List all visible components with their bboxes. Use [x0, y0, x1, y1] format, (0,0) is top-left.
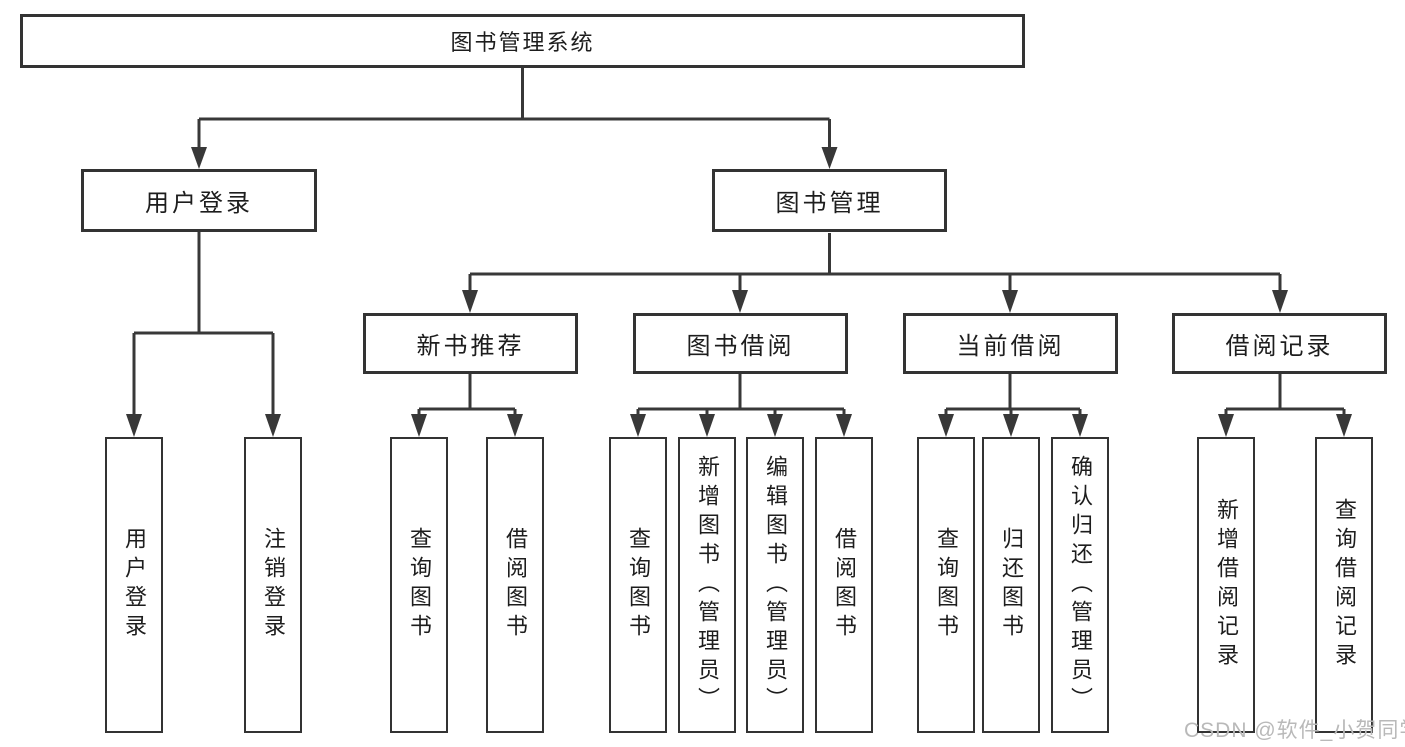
arrow-down-icon [699, 414, 715, 437]
arrow-down-icon [630, 414, 646, 437]
leaf-label: 查询图书 [934, 527, 959, 643]
leaf-confirm-return-admin: 确认归还（管理员） [1051, 437, 1109, 733]
arrow-down-icon [1272, 290, 1288, 313]
connector-book-management-to-level3 [462, 233, 1288, 313]
leaf-add-borrow-record: 新增借阅记录 [1197, 437, 1255, 733]
node-book-management: 图书管理 [712, 169, 947, 232]
arrow-down-icon [836, 414, 852, 437]
leaf-label: 确认归还（管理员） [1068, 454, 1093, 716]
node-current-borrow: 当前借阅 [903, 313, 1118, 374]
arrow-down-icon [938, 414, 954, 437]
arrow-down-icon [265, 414, 281, 437]
leaf-borrow-books-recommend: 借阅图书 [486, 437, 544, 733]
arrow-down-icon [462, 290, 478, 313]
leaf-query-books-recommend: 查询图书 [390, 437, 448, 733]
arrow-down-icon [507, 414, 523, 437]
leaf-borrow-books: 借阅图书 [815, 437, 873, 733]
leaf-query-books-borrow: 查询图书 [609, 437, 667, 733]
leaf-label: 注销登录 [261, 527, 286, 643]
leaf-label: 查询图书 [407, 527, 432, 643]
connector-borrow-records-to-leaves [1218, 374, 1352, 437]
node-root: 图书管理系统 [20, 14, 1025, 68]
leaf-label: 借阅图书 [832, 527, 857, 643]
arrow-down-icon [1218, 414, 1234, 437]
node-user-login: 用户登录 [81, 169, 317, 232]
arrow-down-icon [767, 414, 783, 437]
arrow-down-icon [732, 290, 748, 313]
arrow-down-icon [1003, 414, 1019, 437]
leaf-query-books-current: 查询图书 [917, 437, 975, 733]
leaf-label: 新增图书（管理员） [695, 454, 720, 716]
leaf-user-login: 用户登录 [105, 437, 163, 733]
arrow-down-icon [191, 147, 207, 169]
leaf-label: 编辑图书（管理员） [763, 454, 788, 716]
leaf-label: 新增借阅记录 [1214, 498, 1239, 672]
connector-root-to-level2 [191, 68, 838, 169]
node-book-borrow: 图书借阅 [633, 313, 848, 374]
connector-book-borrow-to-leaves [630, 374, 852, 437]
leaf-label: 查询借阅记录 [1332, 498, 1357, 672]
connector-new-book-recommend-to-leaves [411, 374, 523, 437]
leaf-query-borrow-record: 查询借阅记录 [1315, 437, 1373, 733]
leaf-logout: 注销登录 [244, 437, 302, 733]
arrow-down-icon [821, 147, 838, 169]
leaf-label: 查询图书 [626, 527, 651, 643]
leaf-label: 归还图书 [999, 527, 1024, 643]
arrow-down-icon [411, 414, 427, 437]
node-new-book-recommend: 新书推荐 [363, 313, 578, 374]
arrow-down-icon [126, 414, 142, 437]
leaf-return-book: 归还图书 [982, 437, 1040, 733]
leaf-edit-book-admin: 编辑图书（管理员） [746, 437, 804, 733]
connector-current-borrow-to-leaves [938, 374, 1088, 437]
connector-user-login-to-leaves [126, 232, 281, 437]
arrow-down-icon [1002, 290, 1018, 313]
leaf-label: 借阅图书 [503, 527, 528, 643]
watermark: CSDN @软件_小贺同学 [1184, 719, 1405, 742]
node-borrow-records: 借阅记录 [1172, 313, 1387, 374]
arrow-down-icon [1336, 414, 1352, 437]
arrow-down-icon [1072, 414, 1088, 437]
leaf-add-book-admin: 新增图书（管理员） [678, 437, 736, 733]
leaf-label: 用户登录 [122, 527, 147, 643]
